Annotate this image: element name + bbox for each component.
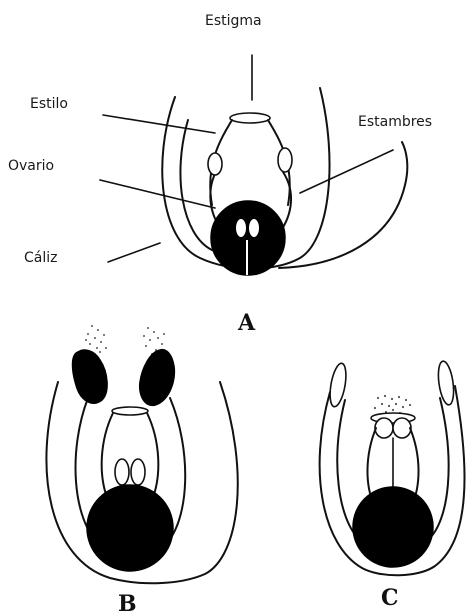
anther-right-a (278, 148, 292, 172)
panel-c: C (320, 360, 465, 611)
label-caliz: Cáliz (24, 250, 57, 266)
ovary-c (353, 487, 433, 567)
stamen-long-a (279, 142, 407, 268)
panel-label-b: B (118, 591, 137, 613)
label-estigma: Estigma (205, 13, 262, 29)
panel-a: Estigma Estilo Estambres Ovario Cáliz (8, 13, 432, 336)
lobe-right-c (393, 418, 411, 438)
calyx-inner-a (180, 120, 212, 250)
pollen-b (85, 325, 165, 357)
lobe-left-c (375, 418, 393, 438)
ovule-left-a (236, 219, 246, 237)
stigma-b (112, 407, 148, 415)
label-ovario: Ovario (8, 158, 54, 174)
ovule-right-a (249, 219, 259, 237)
label-estilo: Estilo (30, 96, 68, 112)
ovary-b (87, 485, 173, 571)
leader-ovario (100, 180, 215, 208)
stigma-a (230, 113, 270, 123)
leader-estambres (300, 150, 393, 193)
panel-label-a: A (237, 310, 256, 336)
anther-left-a (208, 153, 222, 175)
anther-right-b (140, 350, 175, 406)
label-estambres: Estambres (358, 114, 432, 130)
leader-caliz (108, 243, 160, 262)
leader-estilo (103, 115, 215, 133)
anther-left-b (73, 350, 108, 403)
panel-label-c: C (381, 585, 399, 611)
ovule-left-b (115, 459, 129, 485)
pollen-c (374, 395, 411, 414)
panel-b: B (46, 325, 237, 613)
anther-right-c (436, 360, 456, 406)
ovule-right-b (131, 459, 145, 485)
